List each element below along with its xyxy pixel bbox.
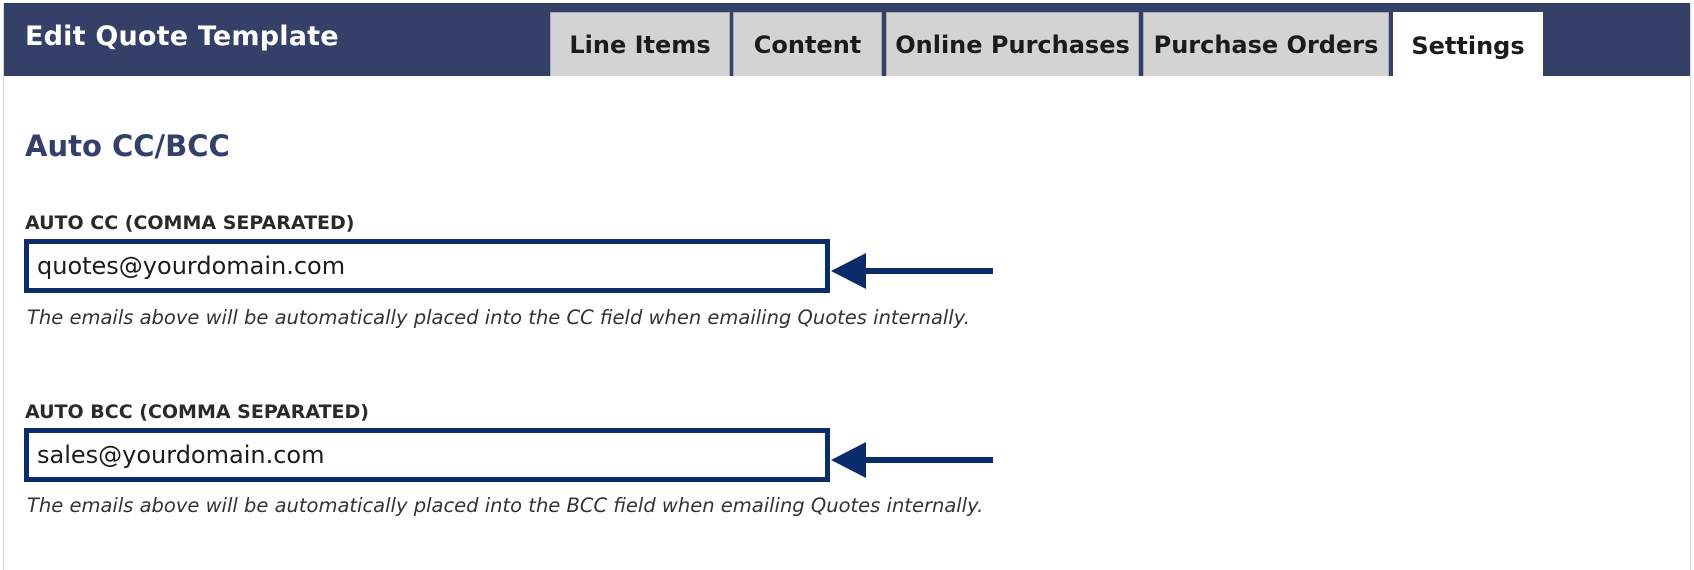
arrow-head [831, 253, 866, 289]
arrow-shaft [861, 457, 993, 463]
tab-settings[interactable]: Settings [1393, 12, 1543, 78]
auto-cc-input[interactable] [24, 239, 830, 293]
section-title: Auto CC/BCC [25, 129, 230, 163]
auto-bcc-input[interactable] [24, 428, 830, 482]
tab-online-purchases[interactable]: Online Purchases [886, 12, 1139, 76]
page-title: Edit Quote Template [25, 21, 339, 52]
arrow-left-icon [831, 253, 993, 289]
tab-line-items[interactable]: Line Items [550, 12, 730, 76]
edit-quote-template-panel: Edit Quote Template Line Items Content O… [3, 3, 1691, 570]
tab-purchase-orders[interactable]: Purchase Orders [1143, 12, 1389, 76]
auto-cc-label: AUTO CC (COMMA SEPARATED) [25, 212, 355, 234]
auto-bcc-label: AUTO BCC (COMMA SEPARATED) [25, 401, 369, 423]
auto-cc-help-text: The emails above will be automatically p… [27, 306, 970, 329]
auto-bcc-help-text: The emails above will be automatically p… [27, 494, 984, 517]
arrow-head [831, 442, 866, 478]
tab-content[interactable]: Content [733, 12, 882, 76]
arrow-left-icon [831, 442, 993, 478]
panel-header: Edit Quote Template Line Items Content O… [4, 3, 1690, 78]
arrow-shaft [861, 268, 993, 274]
